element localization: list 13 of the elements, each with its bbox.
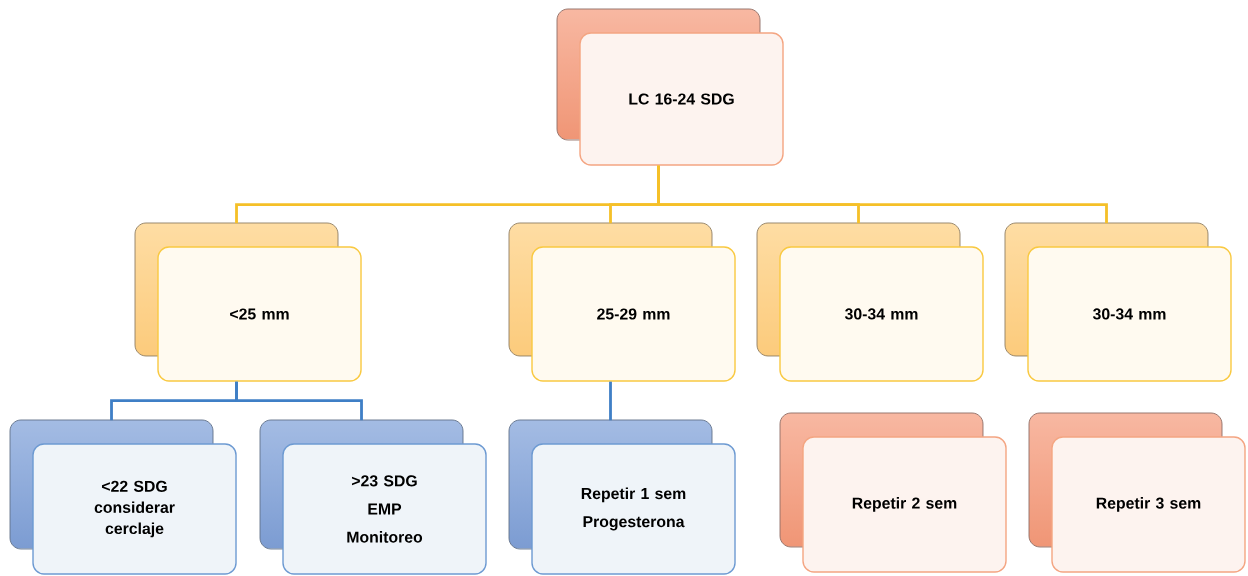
process-box: <25 mm (134, 222, 362, 382)
connector-line (657, 165, 1108, 224)
process-box: Repetir 2 sem (779, 412, 1007, 573)
process-box: 25-29 mm (508, 222, 736, 382)
process-box: 30-34 mm (1004, 222, 1232, 382)
process-box: >23 SDG EMP Monitoreo (259, 419, 487, 575)
process-box: Repetir 3 sem (1028, 412, 1246, 573)
process-box: Repetir 1 sem Progesterona (508, 419, 736, 575)
connector-line (235, 381, 363, 421)
process-box: <22 SDG considerar cerclaje (9, 419, 237, 575)
connector-line (609, 381, 612, 421)
process-box: 30-34 mm (756, 222, 984, 382)
process-box: LC 16-24 SDG (556, 8, 784, 166)
